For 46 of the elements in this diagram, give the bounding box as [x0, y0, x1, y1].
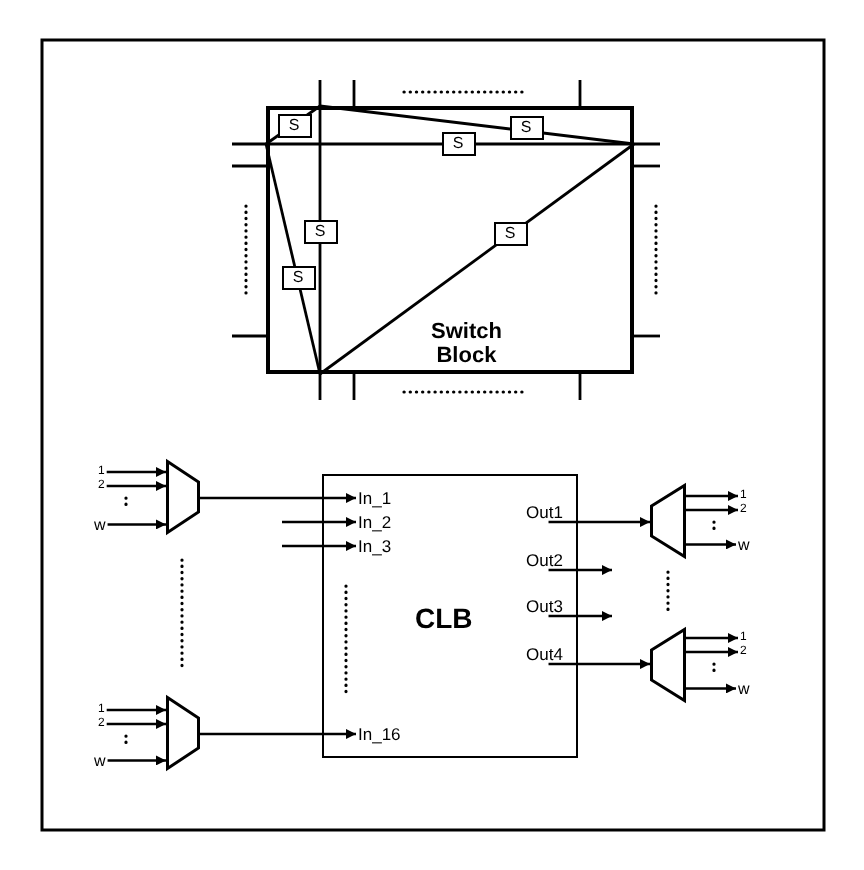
- arrow: [107, 755, 166, 766]
- arrow: [686, 539, 736, 550]
- arrow: [686, 505, 738, 515]
- pin-label: Out1: [524, 502, 565, 523]
- arrow: [282, 541, 356, 552]
- port-label: w: [92, 751, 108, 770]
- switch-box: S: [281, 266, 315, 290]
- arrow: [548, 659, 650, 670]
- arrow: [106, 705, 166, 715]
- pin-label: In_3: [356, 536, 394, 557]
- pin-label: Out2: [524, 550, 565, 571]
- arrow: [107, 519, 166, 530]
- port-label: w: [736, 679, 752, 698]
- block-title: Switch Block: [431, 319, 502, 370]
- pin-label: Out4: [524, 644, 565, 665]
- arrow: [686, 683, 736, 694]
- multiplexer-symbol: [650, 628, 686, 702]
- arrow: [200, 729, 356, 740]
- multiplexer-symbol: [166, 696, 200, 770]
- arrow: [686, 633, 738, 643]
- switch-box: S: [493, 222, 527, 246]
- arrow: [282, 517, 356, 528]
- arrow: [106, 481, 166, 491]
- pin-label: In_16: [356, 724, 403, 745]
- multiplexer-symbol: [650, 484, 686, 558]
- pin-label: In_2: [356, 512, 394, 533]
- switch-box: S: [441, 132, 475, 156]
- arrow: [686, 491, 738, 501]
- switch-block: [266, 106, 634, 374]
- port-label: w: [92, 515, 108, 534]
- arrow: [106, 467, 166, 477]
- arrow: [548, 517, 650, 528]
- multiplexer-symbol: [166, 460, 200, 534]
- arrow: [106, 719, 166, 729]
- pin-label: In_1: [356, 488, 394, 509]
- pin-label: Out3: [524, 596, 565, 617]
- arrow: [200, 493, 356, 504]
- block-title: CLB: [415, 602, 473, 635]
- arrow: [548, 611, 612, 622]
- arrow: [548, 565, 612, 576]
- port-label: w: [736, 535, 752, 554]
- arrow: [686, 647, 738, 657]
- logic-block: [322, 474, 578, 758]
- switch-box: S: [509, 116, 543, 140]
- switch-box: S: [303, 220, 337, 244]
- switch-box: S: [277, 114, 311, 138]
